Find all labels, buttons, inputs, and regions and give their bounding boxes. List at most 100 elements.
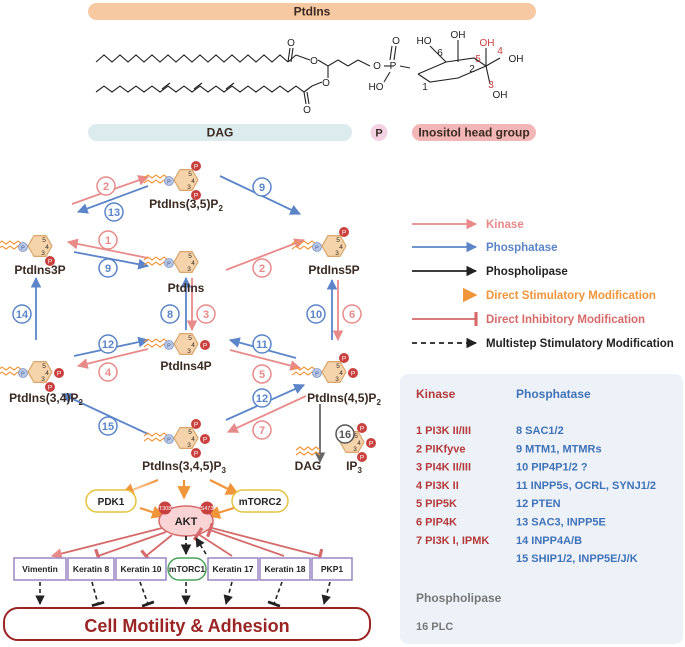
- enzyme-number-label: 3: [203, 309, 209, 321]
- enzyme-bubble-13: 13: [104, 202, 124, 222]
- ring-hydroxyl-4: OH: [509, 54, 524, 65]
- ring-position-label: 3: [335, 376, 339, 383]
- enzyme-number-label: 12: [102, 339, 114, 351]
- phosphate-group-label: P: [194, 164, 198, 171]
- glycerol-phosphate-icon: [18, 242, 28, 252]
- phosphate-group-icon: [339, 227, 349, 237]
- ring-position-label: 5: [42, 237, 46, 244]
- label-ptdins-3-5-p2: PtdIns(3,5)P2: [149, 197, 223, 213]
- label-ptdins-4-5-p2: PtdIns(4,5)P2: [307, 391, 381, 407]
- fatty-acid-tail-icon: [291, 371, 317, 376]
- phosphate-group-label: P: [203, 437, 207, 444]
- fatty-acid-tail-icon: [0, 366, 23, 371]
- ring-position-label: 5: [188, 429, 192, 436]
- fatty-acid-tail-icon: [143, 343, 169, 348]
- phosphatase-entry: 15 SHIP1/2, INPP5E/J/K: [516, 553, 638, 565]
- label-ip3: IP3: [346, 459, 362, 475]
- fatty-acid-tail-icon: [291, 366, 317, 371]
- inositol-ring-icon: [27, 235, 53, 257]
- glycerol-phosphate-icon: [18, 368, 28, 378]
- enzyme-number-label: 9: [259, 182, 265, 194]
- phosphatase-entry: 10 PIP4P1/2 ?: [516, 462, 588, 474]
- ring-position-label: 5: [188, 253, 192, 260]
- ring-position-label: 5: [336, 363, 340, 370]
- enzyme-bubble-7: 7: [252, 420, 272, 440]
- inositol-header-label: Inositol head group: [418, 126, 529, 140]
- ring-position-label: 5: [354, 433, 358, 440]
- kinase-entry: 6 PIP4K: [416, 517, 457, 529]
- ptdins-chemical-structure: [95, 40, 501, 105]
- legend-inhibitory-label: Direct Inhibitory Modification: [486, 314, 645, 326]
- glycerol-phosphate-icon: [164, 340, 174, 350]
- dag-header-label: DAG: [207, 126, 234, 140]
- phosphate-group-icon: [45, 256, 55, 266]
- label-ptdins-3-4-p2: PtdIns(3,4)P2: [9, 391, 83, 407]
- akt-t308-label: T308: [159, 506, 172, 512]
- ring-position-label: 4: [357, 440, 361, 447]
- enzyme-bubble-4: 4: [98, 362, 118, 382]
- lipid-labels: PtdIns(3,5)P2 PtdIns3P PtdIns PtdIns5P P…: [9, 197, 381, 475]
- phosphate-group-icon: [45, 382, 55, 392]
- legend-multistep-label: Multistep Stimulatory Modification: [486, 338, 674, 350]
- enzyme-number-label: 11: [256, 339, 268, 351]
- fatty-acid-tail-icon: [0, 245, 23, 250]
- phosphate-group-icon: [54, 368, 64, 378]
- ring-carbon-4: 4: [497, 46, 503, 57]
- fatty-acid-tail-icon: [291, 240, 317, 245]
- phosphate-group-label: P: [57, 371, 61, 378]
- ring-position-label: 3: [187, 442, 191, 449]
- ring-position-label: 5: [188, 171, 192, 178]
- target-keratin8: Keratin 8: [67, 557, 115, 581]
- ring-position-label: 3: [335, 250, 339, 257]
- enzyme-bubble-5: 5: [252, 364, 272, 384]
- label-ptdins4p: PtdIns4P: [160, 359, 211, 373]
- fatty-acid-tail-icon: [291, 245, 317, 250]
- phosphate-group-icon: [339, 353, 349, 363]
- enzyme-bubble-10: 10: [306, 304, 326, 324]
- enzyme-bubble-11: 11: [252, 334, 272, 354]
- linker-phosphate-label: P: [315, 246, 319, 252]
- glycerol-oxygen-1: O: [310, 56, 318, 67]
- enzyme-bubble-8: 8: [160, 304, 180, 324]
- enzyme-number-label: 2: [259, 263, 265, 275]
- phosphate-group-label: P: [360, 426, 364, 433]
- enzyme-bubble-12: 12: [252, 388, 272, 408]
- target-keratin10: Keratin 10: [115, 557, 167, 581]
- linker-phosphate-label: P: [167, 344, 171, 350]
- ptdins-phospho-sites: OH 5 4 3: [475, 38, 503, 91]
- enzyme-bubble-6: 6: [342, 304, 362, 324]
- inositol-ring-icon: [173, 427, 199, 449]
- table-kinase-header: Kinase: [416, 387, 456, 401]
- ring-position-label: 4: [45, 370, 49, 377]
- ring-position-label: 3: [41, 250, 45, 257]
- inositol-ring-icon: [173, 251, 199, 273]
- enzyme-bubble-15: 15: [98, 416, 118, 436]
- ring-position-label: 3: [187, 184, 191, 191]
- target-label: PKP1: [321, 564, 343, 574]
- ring-hydroxyl-3: OH: [493, 90, 508, 101]
- phosphate-hydroxyl: HO: [369, 82, 384, 93]
- enzyme-number-label: 9: [105, 263, 111, 275]
- ptdins-header-label: PtdIns: [294, 5, 331, 19]
- enzyme-bubble-12: 12: [98, 334, 118, 354]
- fatty-acid-tail-icon: [143, 174, 169, 179]
- ring-position-label: 5: [336, 237, 340, 244]
- phosphate-group-icon: [191, 161, 201, 171]
- enzyme-bubble-14: 14: [12, 304, 32, 324]
- phosphate-group-icon: [348, 368, 358, 378]
- phosphate-group-label: P: [342, 356, 346, 363]
- phosphate-group-label: P: [48, 259, 52, 266]
- target-pkp1: PKP1: [311, 557, 353, 581]
- phosphate-group-label: P: [48, 385, 52, 392]
- phosphate-group-label: P: [194, 422, 198, 429]
- glycerol-phosphate-icon: [164, 176, 174, 186]
- label-ptdins: PtdIns: [168, 281, 205, 295]
- ring-position-label: 5: [42, 363, 46, 370]
- phosphate-double-oxygen: O: [392, 36, 400, 47]
- ester-oxygen-1: O: [287, 38, 295, 49]
- enzyme-number-label: 1: [105, 235, 111, 247]
- akt-s473-site: [200, 501, 214, 515]
